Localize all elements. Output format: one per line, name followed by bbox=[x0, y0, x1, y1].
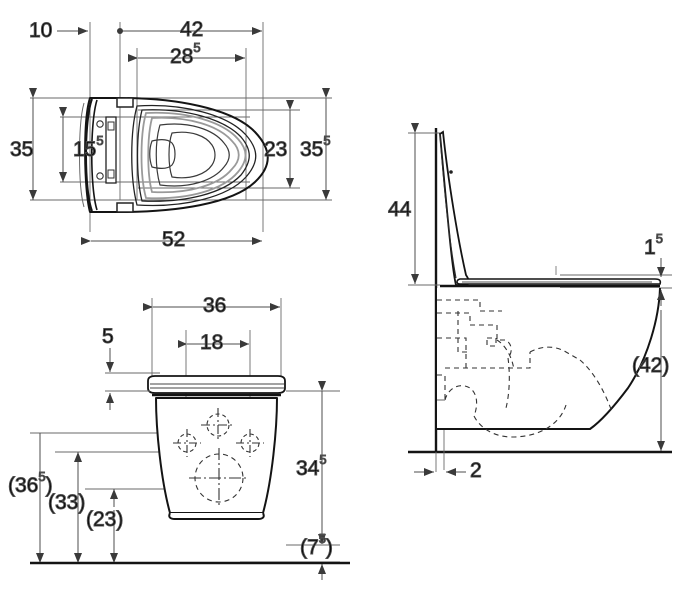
side-bowl-body bbox=[437, 287, 661, 430]
dim-label-plan-23: 23 bbox=[264, 138, 287, 161]
front-bowl-body bbox=[155, 397, 278, 520]
plan-hinge-assembly bbox=[79, 97, 134, 213]
dim-label-front-36-5: (365) bbox=[8, 469, 53, 496]
dim-label-plan-28-5: 285 bbox=[170, 40, 201, 67]
front-fixing-holes bbox=[173, 408, 264, 508]
plan-bowl-ghost-contour bbox=[140, 111, 247, 200]
dim-label-front-23: (23) bbox=[86, 508, 123, 531]
dim-label-side-2: 2 bbox=[470, 459, 482, 482]
front-seat-slab bbox=[147, 375, 286, 397]
dim-label-side-44: 44 bbox=[388, 198, 412, 221]
side-view-group: 44 15 (42) 2 bbox=[388, 123, 672, 482]
side-lid-raised bbox=[439, 130, 470, 286]
dim-label-front-7-5: (75) bbox=[300, 531, 333, 558]
dim-label-plan-52: 52 bbox=[162, 228, 185, 251]
plan-view-group: 10 42 285 35 155 23 355 bbox=[10, 17, 332, 251]
plan-bowl-opening bbox=[155, 123, 230, 187]
dim-label-plan-35-5: 355 bbox=[300, 133, 331, 160]
dim-label-side-1-5: 15 bbox=[644, 231, 663, 258]
dim-label-front-34-5: 345 bbox=[296, 452, 327, 479]
dim-label-front-33: (33) bbox=[48, 491, 85, 514]
front-view-group: 36 18 5 (365) (33) (23) bbox=[8, 293, 350, 580]
plan-extension-lines bbox=[30, 22, 300, 232]
plan-bowl-core bbox=[149, 139, 176, 169]
plan-seat-inner-ring bbox=[131, 104, 257, 207]
dim-label-plan-35: 35 bbox=[10, 138, 33, 161]
dim-label-side-42: (42) bbox=[632, 354, 669, 377]
dim-label-plan-15-5: 155 bbox=[73, 133, 104, 160]
dim-label-front-5: 5 bbox=[102, 325, 114, 348]
dim-label-plan-10: 10 bbox=[29, 19, 52, 42]
side-seat-slab bbox=[440, 266, 662, 300]
dim-label-front-36: 36 bbox=[203, 294, 226, 317]
dim-label-front-18: 18 bbox=[200, 331, 223, 354]
side-internal-hidden-lines bbox=[437, 299, 613, 438]
dim-label-plan-42: 42 bbox=[180, 18, 203, 41]
